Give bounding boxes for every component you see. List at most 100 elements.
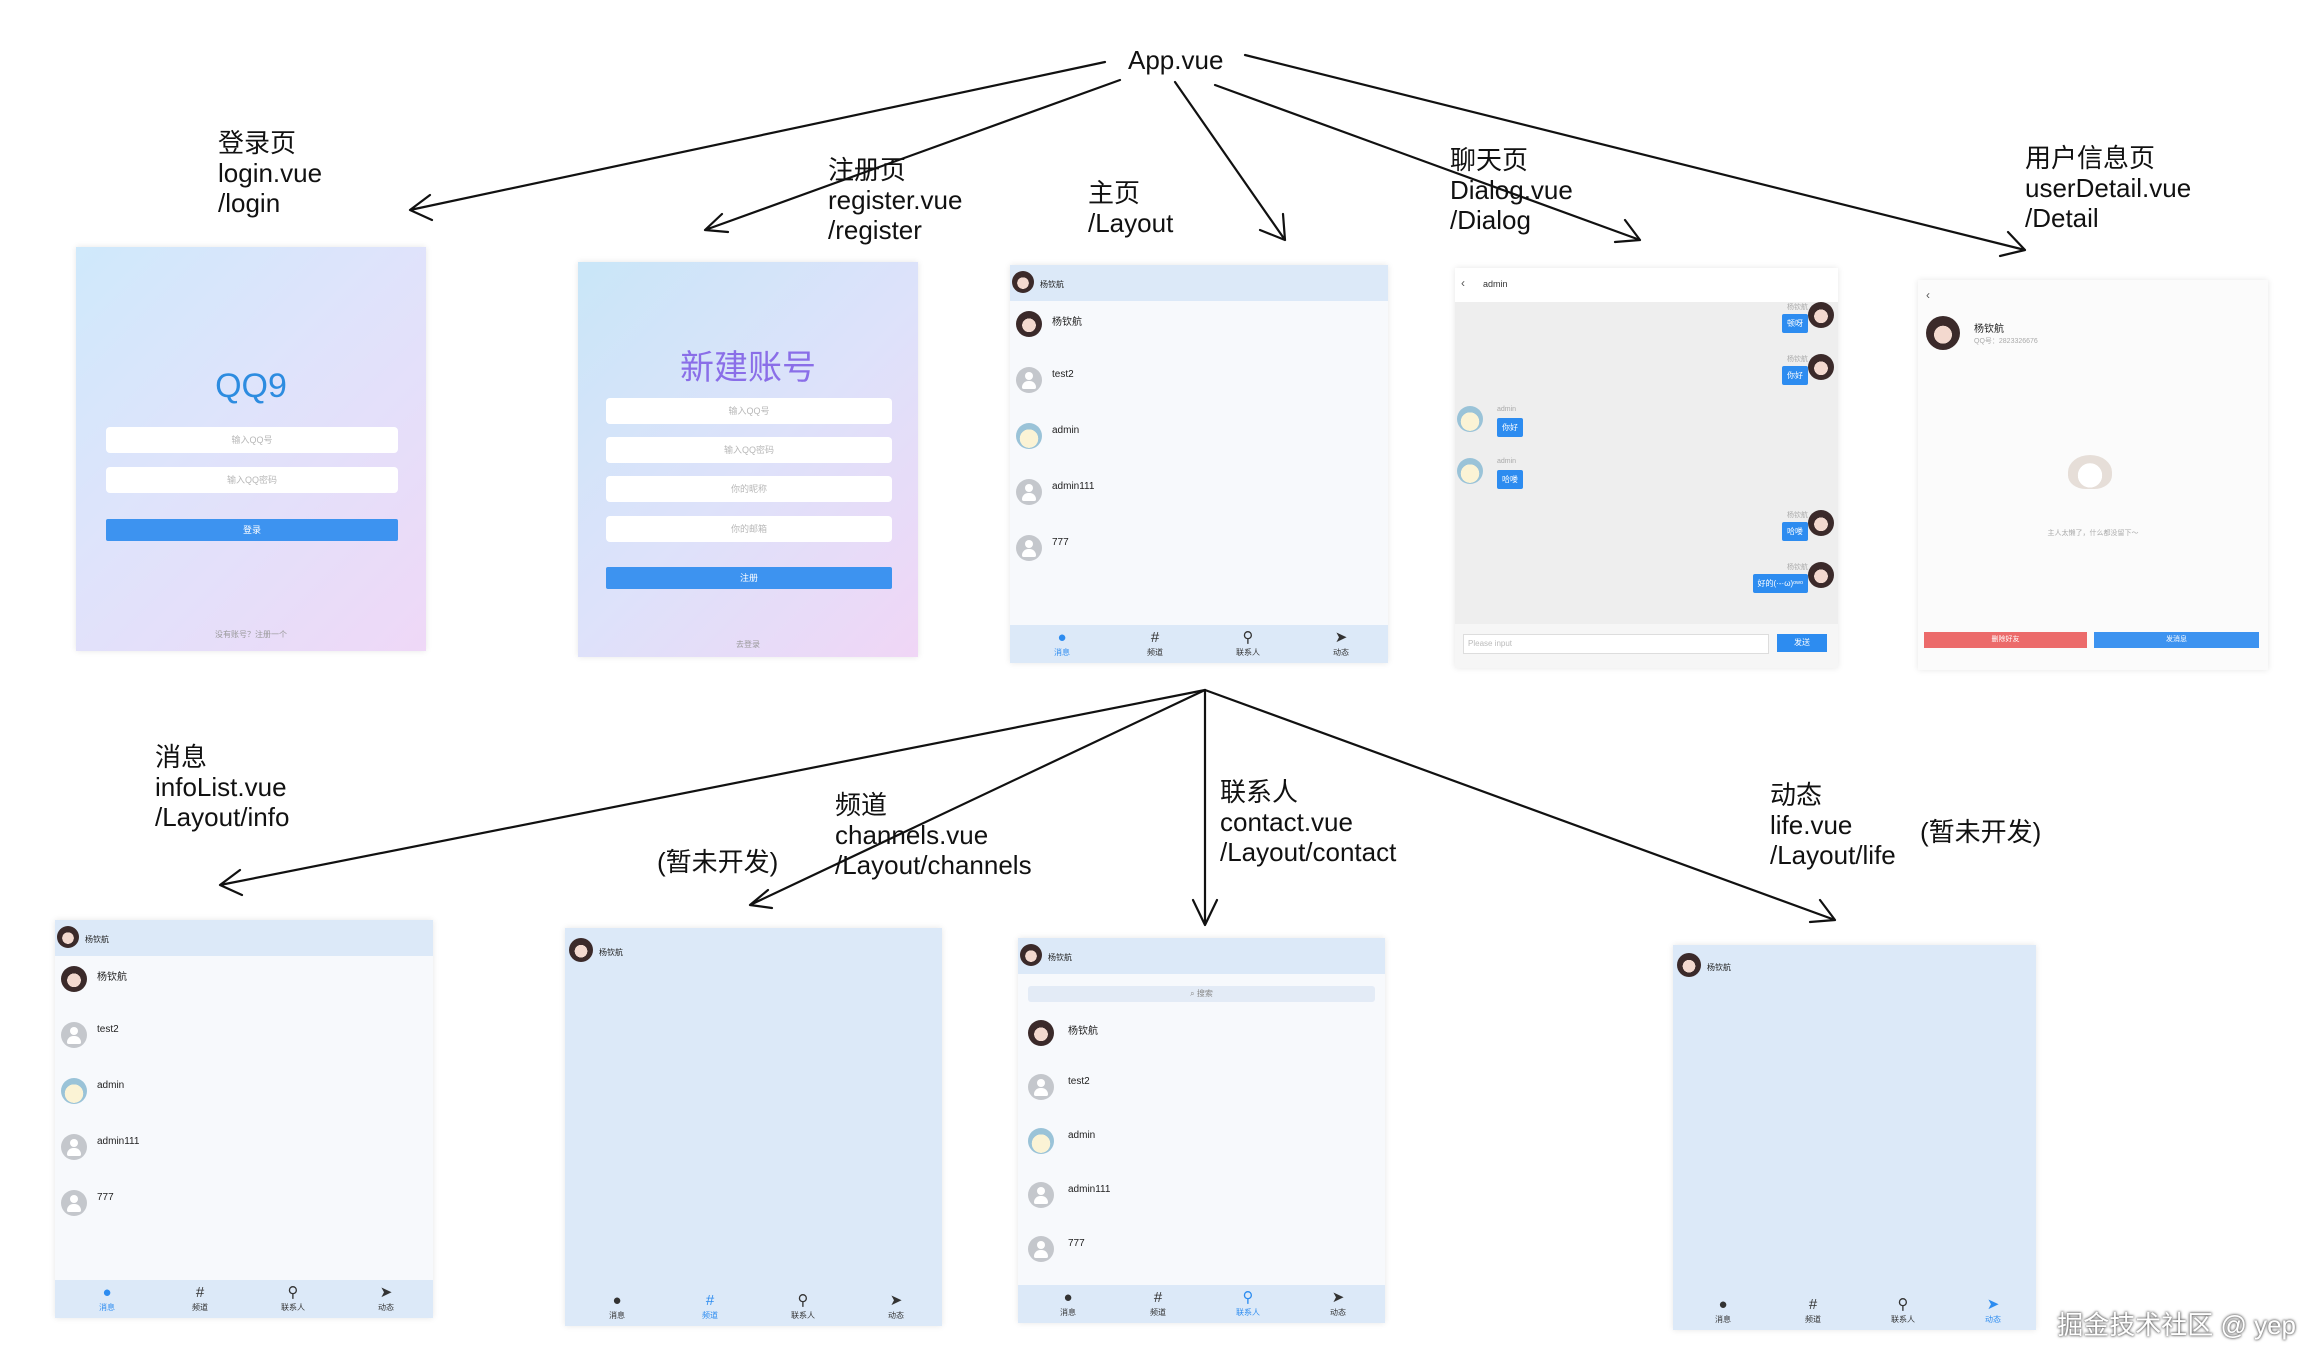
- person-icon: ⚲: [797, 1292, 809, 1309]
- register-button[interactable]: 注册: [606, 567, 892, 589]
- msg-avatar: [1808, 562, 1834, 588]
- send-icon: ➤: [1334, 629, 1348, 646]
- dialog-screen: ‹ admin 杨钦航 顿呀 杨钦航 你好 admin 你好 admin 哈喽 …: [1455, 268, 1838, 668]
- life-screen: 杨钦航 ●消息 #频道 ⚲联系人 ➤动态: [1673, 945, 2036, 1330]
- qq-number-input[interactable]: 输入QQ号: [106, 427, 398, 453]
- contact-name[interactable]: 杨钦航: [1052, 317, 1082, 328]
- arrow-to-home: [1173, 80, 1287, 242]
- send-icon: ➤: [1331, 1289, 1345, 1306]
- back-icon[interactable]: ‹: [1461, 276, 1465, 290]
- tab-channels[interactable]: #频道: [1128, 1289, 1188, 1318]
- contact-name[interactable]: test2: [1068, 1076, 1090, 1087]
- tab-info[interactable]: ●消息: [587, 1292, 647, 1321]
- life-note: (暂未开发): [1920, 817, 2042, 847]
- contact-avatar: [1028, 1236, 1054, 1262]
- input-bar: Please input 发送: [1455, 624, 1838, 668]
- msg-bubble: 你好: [1497, 418, 1523, 437]
- tab-life[interactable]: ➤动态: [1308, 1289, 1368, 1318]
- home-label: 主页/Layout: [1088, 178, 1174, 238]
- register-qq-input[interactable]: 输入QQ号: [606, 398, 892, 424]
- contact-name[interactable]: admin: [1068, 1130, 1096, 1141]
- tab-bar: ●消息 #频道 ⚲联系人 ➤动态: [55, 1280, 433, 1318]
- arrow-to-dialog: [1213, 83, 1642, 244]
- register-email-input[interactable]: 你的邮箱: [606, 516, 892, 542]
- contact-avatar: [1016, 479, 1042, 505]
- contact-name[interactable]: 777: [1068, 1238, 1085, 1249]
- register-password-input[interactable]: 输入QQ密码: [606, 437, 892, 463]
- contact-name[interactable]: admin111: [1068, 1184, 1111, 1195]
- tab-contact[interactable]: ⚲联系人: [263, 1284, 323, 1313]
- tab-contact[interactable]: ⚲联系人: [1218, 1289, 1278, 1318]
- tab-contact[interactable]: ⚲联系人: [773, 1292, 833, 1321]
- contact-name[interactable]: test2: [97, 1024, 119, 1035]
- msg-avatar: [1457, 406, 1483, 432]
- login-title: QQ9: [215, 367, 287, 405]
- contact-avatar: [61, 1022, 87, 1048]
- avatar[interactable]: [1012, 271, 1034, 293]
- contact-name[interactable]: 杨钦航: [97, 972, 127, 983]
- delete-friend-button[interactable]: 删除好友: [1924, 632, 2087, 648]
- contact-avatar: [1028, 1020, 1054, 1046]
- search-icon: ⌕: [1190, 989, 1197, 998]
- send-icon: ➤: [1986, 1296, 2000, 1313]
- contact-name[interactable]: 777: [1052, 537, 1069, 548]
- contact-name[interactable]: admin111: [97, 1136, 140, 1147]
- contact-name[interactable]: admin: [97, 1080, 125, 1091]
- contact-avatar: [61, 966, 87, 992]
- tab-life[interactable]: ➤动态: [356, 1284, 416, 1313]
- tab-info[interactable]: ●消息: [1693, 1296, 1753, 1325]
- watermark: 掘金技术社区 @ yep: [2057, 1310, 2296, 1340]
- login-button[interactable]: 登录: [106, 519, 398, 541]
- tab-info[interactable]: ●消息: [1032, 629, 1092, 658]
- go-login-link[interactable]: 去登录: [736, 640, 760, 649]
- send-message-button[interactable]: 发消息: [2094, 632, 2259, 648]
- contact-name[interactable]: admin: [1052, 425, 1080, 436]
- avatar[interactable]: [57, 926, 79, 948]
- back-icon[interactable]: ‹: [1926, 288, 1930, 302]
- message-input[interactable]: Please input: [1463, 634, 1769, 654]
- tab-life[interactable]: ➤动态: [1963, 1296, 2023, 1325]
- msg-sender: 杨钦航: [1787, 564, 1808, 571]
- contact-avatar: [1016, 423, 1042, 449]
- info-header: 杨钦航: [55, 920, 433, 956]
- avatar[interactable]: [1020, 944, 1042, 966]
- msg-avatar: [1808, 354, 1834, 380]
- register-nickname-input[interactable]: 你的昵称: [606, 476, 892, 502]
- msg-avatar: [1808, 510, 1834, 536]
- contact-name[interactable]: 杨钦航: [1068, 1026, 1098, 1037]
- tab-info[interactable]: ●消息: [1038, 1289, 1098, 1318]
- msg-sender: 杨钦航: [1787, 356, 1808, 363]
- tab-channels[interactable]: #频道: [680, 1292, 740, 1321]
- arrow-to-contact: [1191, 688, 1219, 927]
- contact-avatar: [1028, 1128, 1054, 1154]
- contact-avatar: [1028, 1074, 1054, 1100]
- tab-info[interactable]: ●消息: [77, 1284, 137, 1313]
- chat-bubble-icon: ●: [1057, 629, 1067, 646]
- header-username: 杨钦航: [599, 948, 623, 957]
- contact-name[interactable]: test2: [1052, 369, 1074, 380]
- person-icon: ⚲: [1242, 1289, 1254, 1306]
- tab-contact[interactable]: ⚲联系人: [1218, 629, 1278, 658]
- register-link[interactable]: 没有账号？注册一个: [215, 630, 287, 639]
- msg-bubble: 顿呀: [1782, 314, 1808, 333]
- contact-header: 杨钦航: [1018, 938, 1385, 974]
- contact-name[interactable]: 777: [97, 1192, 114, 1203]
- avatar[interactable]: [1677, 953, 1701, 977]
- tab-channels[interactable]: #频道: [1125, 629, 1185, 658]
- tab-contact[interactable]: ⚲联系人: [1873, 1296, 1933, 1325]
- tab-channels[interactable]: #频道: [170, 1284, 230, 1313]
- contact-name[interactable]: admin111: [1052, 481, 1095, 492]
- msg-sender: admin: [1497, 458, 1517, 465]
- tab-life[interactable]: ➤动态: [1311, 629, 1371, 658]
- avatar[interactable]: [569, 938, 593, 962]
- tab-bar: ●消息 #频道 ⚲联系人 ➤动态: [565, 1288, 942, 1326]
- send-button[interactable]: 发送: [1777, 634, 1827, 652]
- qq-password-input[interactable]: 输入QQ密码: [106, 467, 398, 493]
- empty-illustration: [2068, 455, 2112, 489]
- tab-life[interactable]: ➤动态: [866, 1292, 926, 1321]
- search-bar[interactable]: ⌕ 搜索: [1028, 986, 1375, 1002]
- tab-channels[interactable]: #频道: [1783, 1296, 1843, 1325]
